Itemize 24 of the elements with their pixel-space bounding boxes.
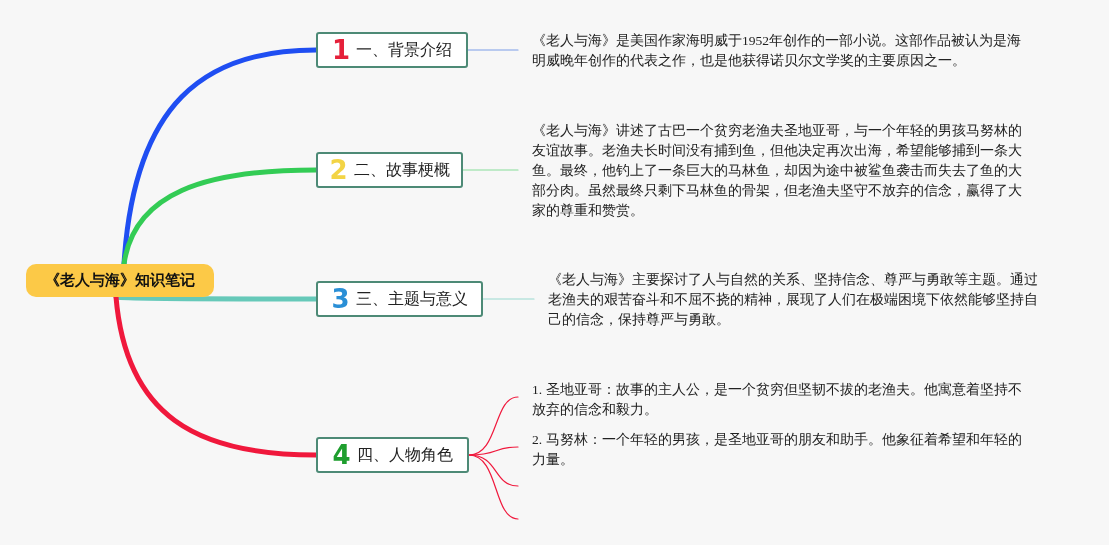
note-text: 《老人与海》主要探讨了人与自然的关系、坚持信念、尊严与勇敢等主题。通过老渔夫的艰苦奋斗和不屈不挠的精神，展现了人们在极端困境下依然能够坚持自己的信念，保持尊严与勇敢。 <box>548 270 1048 330</box>
topic-number: 2 <box>329 157 348 183</box>
connector-line <box>468 454 519 520</box>
note-text: 《老人与海》是美国作家海明威于1952年创作的一部小说。这部作品被认为是海明威晚年创作的代表之作，也是他获得诺贝尔文学奖的主要原因之一。 <box>532 31 1032 71</box>
topic-title: 一、背景介绍 <box>356 39 453 61</box>
root-topic: 《老人与海》知识笔记 <box>26 264 214 297</box>
topic-number: 4 <box>332 442 351 468</box>
topic-box <box>316 32 468 68</box>
topic-box <box>316 152 463 188</box>
connector-line <box>462 169 519 171</box>
note-text: 1. 圣地亚哥：故事的主人公，是一个贫穷但坚韧不拔的老渔夫。他寓意着坚持不放弃的信念和毅力。 <box>532 380 1032 420</box>
note-text: 《老人与海》讲述了古巴一个贫穷老渔夫圣地亚哥，与一个年轻的男孩马努林的友谊故事。老渔夫长时间没有捕到鱼，但他决定再次出海，希望能够捕到一条大鱼。最终，他钓上了一条巨大的马林鱼，却因为途中被鲨鱼袭击而失去了鱼的大部分肉。虽然最终只剩下马林鱼的骨架，但老渔夫坚守不放弃的信念，赢得了大家的尊重和赞赏。 <box>532 121 1032 221</box>
connector-line <box>467 49 519 51</box>
topic-number: 3 <box>331 286 350 312</box>
connector-line <box>468 454 519 487</box>
topic-title: 三、主题与意义 <box>355 288 468 310</box>
connector-line <box>482 298 535 300</box>
note-text: 2. 马努林：一个年轻的男孩，是圣地亚哥的朋友和助手。他象征着希望和年轻的力量。 <box>532 430 1032 470</box>
topic-title: 四、人物角色 <box>356 444 453 466</box>
topic-box <box>316 281 483 317</box>
topic-number: 1 <box>331 37 351 63</box>
topic-title: 二、故事梗概 <box>353 159 450 181</box>
connector-line <box>468 446 519 456</box>
topic-box <box>316 437 469 473</box>
